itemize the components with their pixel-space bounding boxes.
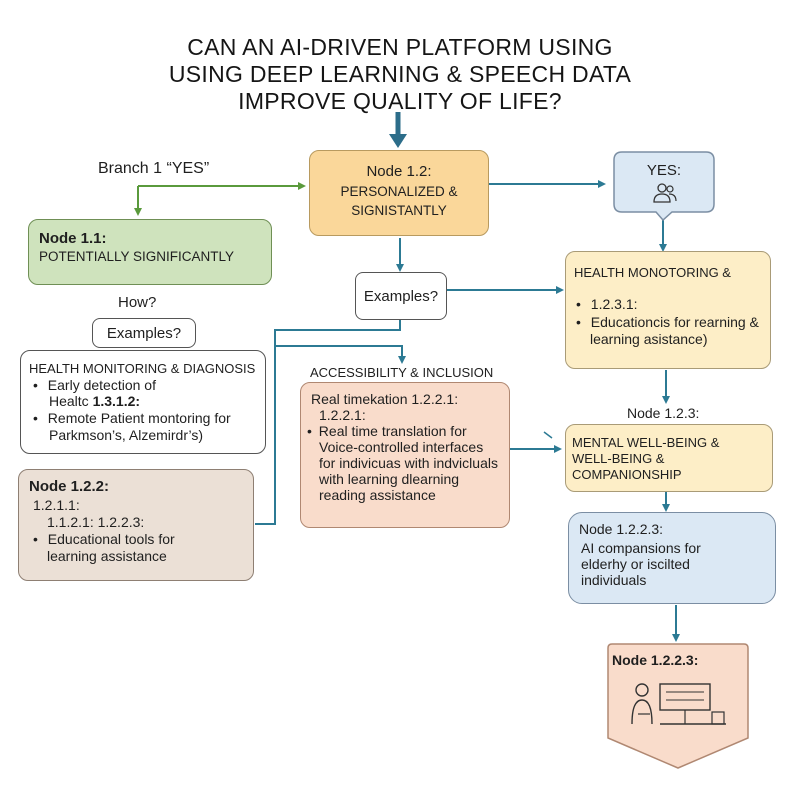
people-icon (653, 183, 677, 203)
accessibility-line2: 1.2.2.1: (319, 407, 366, 423)
person-at-computer-icon (631, 683, 726, 725)
health-diagnosis-b2b: Parkmson’s, Alzemirdr’s) (49, 427, 204, 443)
title-line-3: IMPROVE QUALITY OF LIFE? (238, 88, 562, 114)
accessibility-b1: Real time translation for (318, 423, 467, 439)
node-1-2-2-bullet1: • Educational tools for (33, 531, 175, 547)
title-arrow (389, 112, 407, 148)
yes-bubble: YES: (612, 150, 716, 222)
node-1-2-2-heading: Node 1.2.2: (29, 478, 110, 495)
mental-line1: MENTAL WELL-BEING & (572, 435, 720, 450)
health-right-b2: learning asistance) (590, 331, 708, 347)
how-label: How? (118, 294, 157, 311)
health-diagnosis-bullet1: • Early detection of (33, 377, 156, 393)
health-right-code: 1.2.3.1: (590, 296, 638, 312)
accessibility-line6: reading assistance (319, 487, 436, 503)
health-diagnosis-heading: HEALTH MONITORING & DIAGNOSIS (29, 361, 256, 376)
node-1-2-2-3-bottom-heading: Node 1.2.2.3: (612, 652, 699, 668)
node-1-2-2-3-blue-line3: individuals (581, 572, 647, 588)
health-right-heading: HEALTH MONOTORING & (574, 265, 731, 280)
yes-bubble-label: YES: (646, 162, 682, 179)
node-1-2-2-3-bottom-shape (607, 643, 749, 769)
accessibility-line5: with learning dlearning (319, 471, 460, 487)
examples-left-label: Examples? (106, 325, 182, 342)
mental-line2: WELL-BEING & (572, 451, 665, 466)
health-diagnosis-bullet2: • Remote Patient montoring for (33, 410, 231, 426)
accessibility-line1: Real timekation 1.2.2.1: (311, 391, 459, 407)
node-1-2-heading: Node 1.2: (366, 163, 432, 180)
health-right-code-line: • 1.2.3.1: (576, 296, 638, 312)
yes-bubble-shape (613, 151, 715, 222)
node-1-1: Node 1.1: POTENTIALLY SIGNIFICANTLY (28, 219, 272, 285)
branch1-arrows (134, 182, 306, 216)
branch1-label: Branch 1 “YES” (98, 160, 210, 177)
node-1-2-2-3-blue-line1: AI compansions for (581, 540, 701, 556)
health-diagnosis-b1b-code: 1.3.1.2: (92, 393, 141, 409)
health-right-bullet1: • Educationcis for rearning & (576, 314, 759, 330)
examples-center: Examples? (355, 272, 447, 320)
node-1-2-2-3-blue: Node 1.2.2.3: AI compansions for elderhy… (568, 512, 776, 604)
mental-line3: COMPANIONSHIP (572, 467, 682, 482)
node-1-2-2-3-blue-heading: Node 1.2.2.3: (579, 521, 664, 537)
node-1-2-2-3-blue-line2: elderhy or iscilted (581, 556, 690, 572)
node-1-2-line2: SIGNISTANTLY (351, 203, 447, 218)
health-monitoring-right: HEALTH MONOTORING & • 1.2.3.1: • Educati… (565, 251, 771, 369)
node-1-2-2-b1b: learning assistance (47, 548, 167, 564)
node-1-2-2-3-bottom: Node 1.2.2.3: (606, 642, 750, 770)
node-1-2-3-label: Node 1.2.3: (627, 405, 700, 421)
title-line-2: USING DEEP LEARNING & SPEECH DATA (168, 61, 632, 87)
health-diagnosis-b1a: Early detection of (47, 377, 156, 393)
mental-wellbeing-box: MENTAL WELL-BEING & WELL-BEING & COMPANI… (565, 424, 773, 492)
accessibility-bullet1: • Real time translation for (307, 423, 467, 439)
node-1-2-2-b1a: Educational tools for (47, 531, 175, 547)
node-1-2-2-line1: 1.2.1.1: (33, 497, 80, 513)
accessibility-label: ACCESSIBILITY & INCLUSION (310, 365, 494, 380)
health-diagnosis-b1b-line: Healtc 1.3.1.2: (49, 393, 140, 410)
health-right-b1: Educationcis for rearning & (590, 314, 759, 330)
health-diagnosis-b2a: Remote Patient montoring for (47, 410, 231, 426)
node-1-2: Node 1.2: PERSONALIZED & SIGNISTANTLY (309, 150, 489, 236)
title-line-1: CAN AN AI-DRIVEN PLATFORM USING (187, 34, 613, 60)
health-diagnosis-b1b-prefix: Healtc (49, 393, 89, 409)
examples-left: Examples? (92, 318, 196, 348)
diagram-title: CAN AN AI-DRIVEN PLATFORM USING USING DE… (0, 34, 800, 115)
accessibility-line4: for indivicuas with indvicluals (319, 455, 498, 471)
health-diagnosis-box: HEALTH MONITORING & DIAGNOSIS • Early de… (20, 350, 266, 454)
examples-center-label: Examples? (363, 288, 439, 305)
node-1-1-text: POTENTIALLY SIGNIFICANTLY (39, 249, 235, 264)
accessibility-box: Real timekation 1.2.2.1: 1.2.2.1: • Real… (300, 382, 510, 528)
node-1-2-line1: PERSONALIZED & (340, 184, 458, 199)
node-1-2-2-line2: 1.1.2.1: 1.2.2.3: (47, 514, 145, 530)
accessibility-line3: Voice-controlled interfaces (319, 439, 484, 455)
node-1-1-heading: Node 1.1: (39, 230, 107, 247)
node-1-2-2: Node 1.2.2: 1.2.1.1: 1.1.2.1: 1.2.2.3: •… (18, 469, 254, 581)
